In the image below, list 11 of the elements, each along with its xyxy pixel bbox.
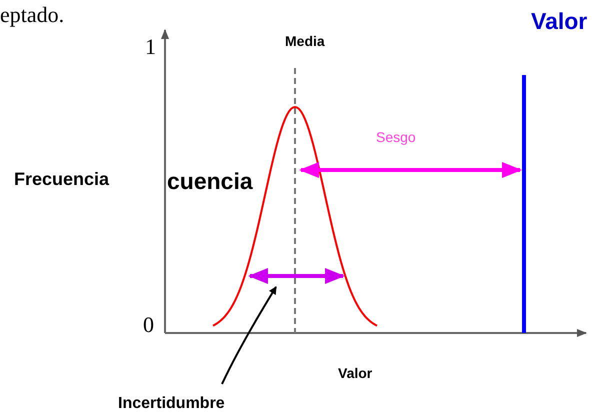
text-fragment: eptado. (0, 4, 64, 26)
mean-label: Media (285, 34, 325, 48)
bias-label: Sesgo (376, 130, 416, 144)
tick-label: 1 (145, 36, 156, 58)
leader-line (221, 286, 277, 384)
axis-title: Valor (338, 366, 372, 380)
tick-label: 0 (143, 314, 154, 336)
callout-text: Incertidumbre (118, 396, 225, 412)
true-value-label: Valor (531, 10, 588, 33)
axis-title: Frecuencia (14, 170, 110, 188)
double-arrow (248, 268, 345, 284)
